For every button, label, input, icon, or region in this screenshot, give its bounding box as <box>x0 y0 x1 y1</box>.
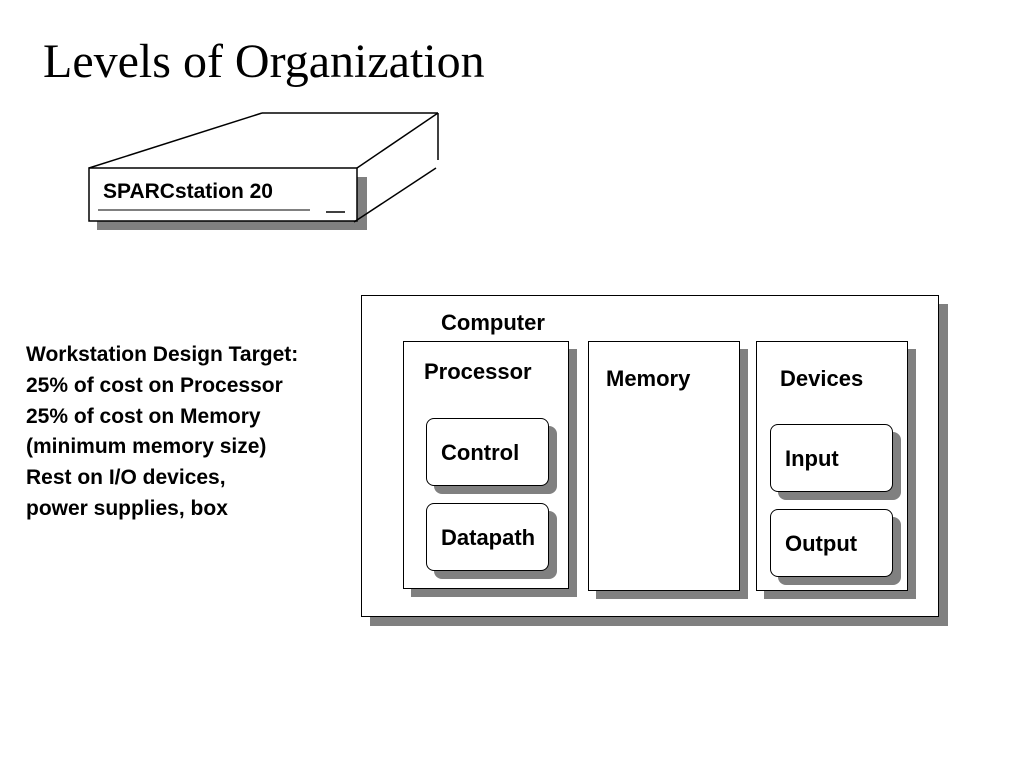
input-box <box>770 424 893 492</box>
memory-box <box>588 341 740 591</box>
workstation-side-bottom-edge <box>353 167 437 223</box>
control-label: Control <box>441 440 520 465</box>
control-box <box>426 418 549 486</box>
workstation-top-left-edge <box>88 112 263 169</box>
design-target-line: 25% of cost on Memory <box>26 404 261 428</box>
output-box <box>770 509 893 577</box>
design-target-line: Rest on I/O devices, <box>26 466 226 490</box>
workstation-front-face <box>88 167 358 222</box>
computer-label: Computer <box>441 310 545 335</box>
design-target-line: 25% of cost on Processor <box>26 373 283 397</box>
output-label: Output <box>785 531 858 556</box>
workstation-label: SPARCstation 20 <box>103 180 273 203</box>
design-target-line: (minimum memory size) <box>26 435 267 459</box>
design-target-text: Workstation Design Target: 25% of cost o… <box>26 340 366 525</box>
workstation-top-right-edge <box>356 112 439 169</box>
slide-title: Levels of Organization <box>43 35 485 88</box>
datapath-label: Datapath <box>441 525 536 550</box>
design-target-line: power supplies, box <box>26 496 228 520</box>
design-target-line: Workstation Design Target: <box>26 343 299 366</box>
input-label: Input <box>785 446 839 471</box>
devices-label: Devices <box>780 366 864 391</box>
memory-label: Memory <box>606 366 691 391</box>
processor-label: Processor <box>424 359 532 384</box>
datapath-box <box>426 503 549 571</box>
